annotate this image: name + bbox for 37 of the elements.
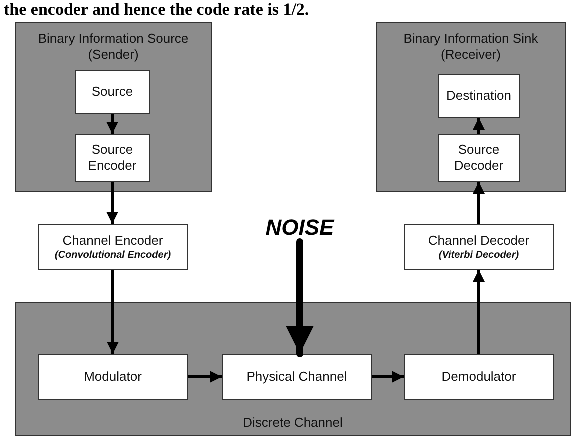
arrow (188, 371, 222, 383)
box-label: Source (92, 84, 134, 100)
process-box (38, 224, 188, 270)
process-box (438, 74, 520, 118)
process-box (75, 134, 150, 182)
box-subtitle: (Viterbi Decoder) (438, 248, 520, 262)
process-box (38, 354, 188, 400)
arrow (106, 114, 118, 134)
group-title: Binary Information Source (Sender) (37, 31, 190, 63)
arrow (473, 182, 485, 224)
box-label: Source Decoder (453, 142, 505, 174)
group-title: Binary Information Sink (Receiver) (402, 31, 540, 63)
box-label: Channel Encoder (62, 232, 164, 248)
box-subtitle: (Convolutional Encoder) (54, 248, 172, 262)
arrow (473, 270, 485, 354)
process-box (438, 134, 520, 182)
box-label: Physical Channel (246, 369, 348, 385)
box-label: Channel Decoder (428, 232, 530, 248)
arrow (107, 270, 119, 354)
box-label: Source Encoder (87, 142, 138, 174)
box-label: Demodulator (442, 369, 516, 385)
group-title: Discrete Channel (243, 415, 343, 431)
process-box (404, 354, 554, 400)
arrow (473, 118, 485, 134)
box-label: Destination (446, 88, 512, 104)
arrow (106, 182, 118, 224)
process-box (404, 224, 554, 270)
caption-text: the encoder and hence the code rate is 1/2. (4, 0, 310, 20)
arrow (372, 371, 404, 383)
process-box (75, 70, 150, 114)
noise-label: NOISE (266, 215, 334, 241)
arrow (286, 238, 314, 358)
box-label: Modulator (84, 369, 142, 385)
process-box (222, 354, 372, 400)
group-panel (15, 302, 571, 436)
group-panel (15, 22, 212, 192)
group-panel (376, 22, 566, 192)
